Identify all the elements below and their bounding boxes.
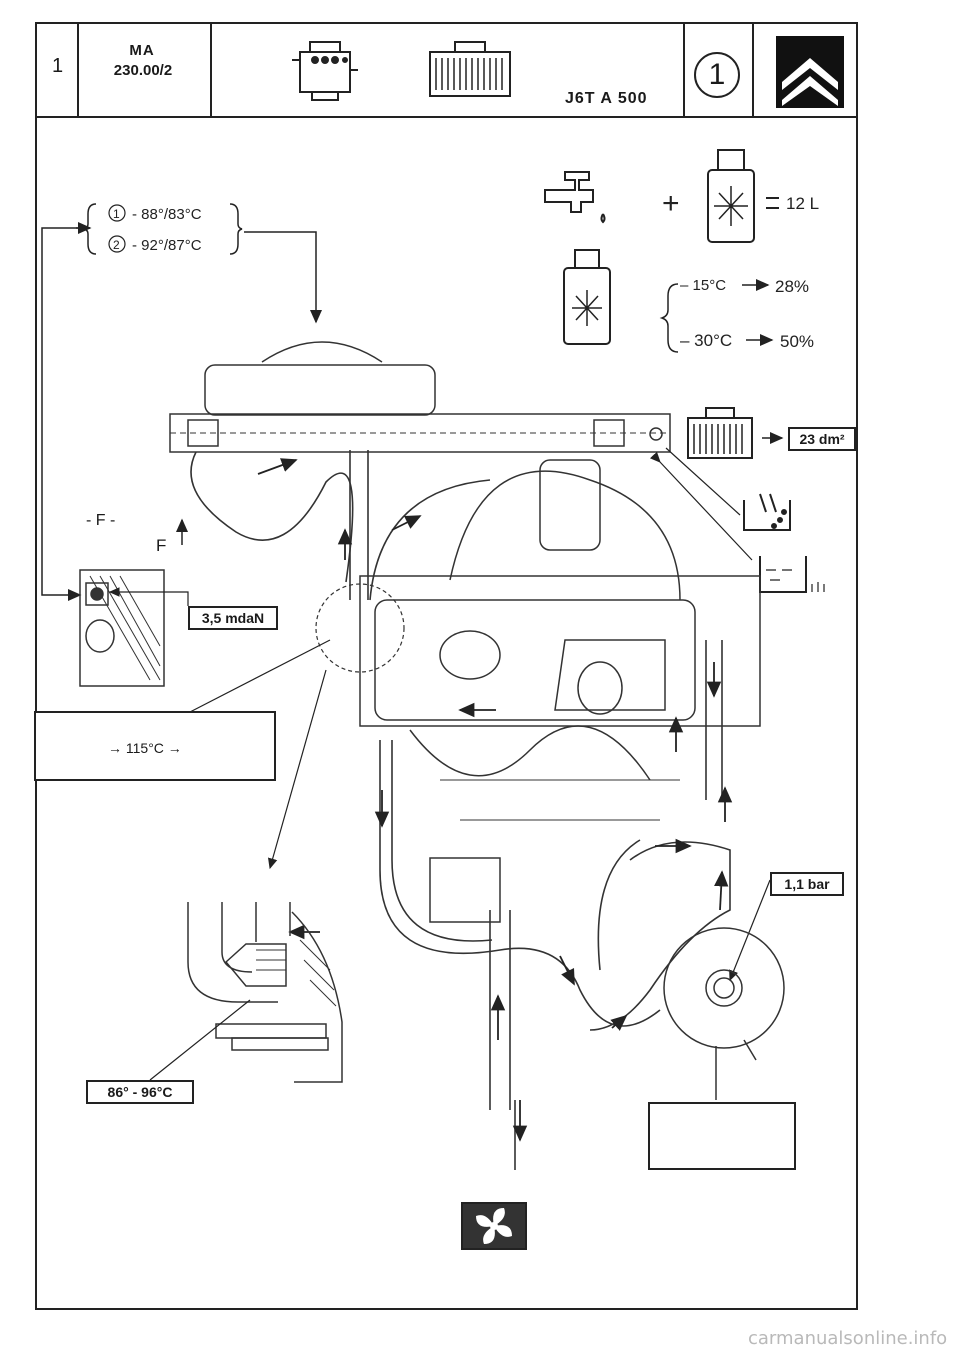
radiator-icon <box>687 407 753 459</box>
cap-pressure-label: 1,1 bar <box>770 872 844 896</box>
header-divider <box>752 22 754 118</box>
temp-warning-box <box>34 711 276 781</box>
radiator-header-icon <box>429 41 511 97</box>
antifreeze-bottle-icon <box>563 249 611 345</box>
engine-icon <box>292 41 358 101</box>
leader-line <box>189 639 331 713</box>
leader-line <box>649 451 753 561</box>
expansion-tank <box>663 927 785 1100</box>
header-divider <box>683 22 685 118</box>
citroen-logo <box>776 36 844 108</box>
thermostat-callout-circle <box>315 583 405 673</box>
torque-label: 3,5 mdaN <box>188 606 278 630</box>
thermo-brace-left <box>83 203 97 255</box>
radiator <box>169 341 671 453</box>
bleed-screw-icon <box>743 493 791 531</box>
manual-code: MA <box>129 42 155 59</box>
coolant-flow-arrows <box>257 458 733 1142</box>
thermo-number-1: 1 <box>113 207 120 221</box>
protection-temp-2: – 30°C <box>680 331 732 350</box>
leader-line <box>267 669 327 870</box>
radiator-f-section <box>79 569 165 687</box>
leader-line <box>244 231 322 324</box>
leader-line <box>665 447 741 516</box>
f-arrow-label: F <box>156 536 167 555</box>
tap-icon <box>544 171 606 224</box>
page-number: 1 <box>52 55 64 77</box>
manual-reference: 230.00/2 <box>113 62 173 79</box>
page-frame <box>35 22 858 1310</box>
level-warning-box <box>648 1102 796 1170</box>
warning-temp-label: → 115°C → <box>108 740 182 756</box>
overflow-tank-icon <box>759 556 825 593</box>
header-divider <box>210 22 212 118</box>
watermark: carmanualsonline.info <box>748 1328 948 1349</box>
thermo-brace-right <box>229 203 243 255</box>
thermo-number-badge <box>108 204 126 222</box>
thermo-number-2: 2 <box>113 238 120 252</box>
leader-line <box>149 999 251 1081</box>
sheet-number-badge: 1 <box>694 52 740 98</box>
protection-ratio-2: 50% <box>780 332 814 351</box>
coolant-capacity: 12 L <box>786 194 819 213</box>
leader-line <box>108 587 189 606</box>
thermostat-range-label: 86° - 96°C <box>86 1080 194 1104</box>
thermo-number-badge <box>108 235 126 253</box>
header-divider <box>77 22 79 118</box>
thermo-temps-1: - 88°/83°C <box>132 206 202 223</box>
engine-code: J6T A 500 <box>565 90 648 107</box>
protection-brace <box>659 283 679 353</box>
equals-sign <box>766 197 779 209</box>
coolant-hoses <box>190 450 731 1170</box>
antifreeze-bottle-icon <box>707 149 755 243</box>
protection-ratio-1: 28% <box>775 277 809 296</box>
leader-line <box>729 879 771 982</box>
thermostat-cutaway <box>187 902 343 1083</box>
thermo-temps-2: - 92°/87°C <box>132 237 202 254</box>
engine-block <box>359 459 761 923</box>
radiator-area-label: 23 dm² <box>788 427 856 451</box>
section-f-title: - F - <box>86 512 116 529</box>
header-bar <box>35 22 858 118</box>
protection-temp-1: – 15°C <box>680 277 726 294</box>
leader-line <box>41 227 84 601</box>
plus-sign: + <box>662 187 680 220</box>
cooling-fan-icon <box>461 1202 527 1250</box>
